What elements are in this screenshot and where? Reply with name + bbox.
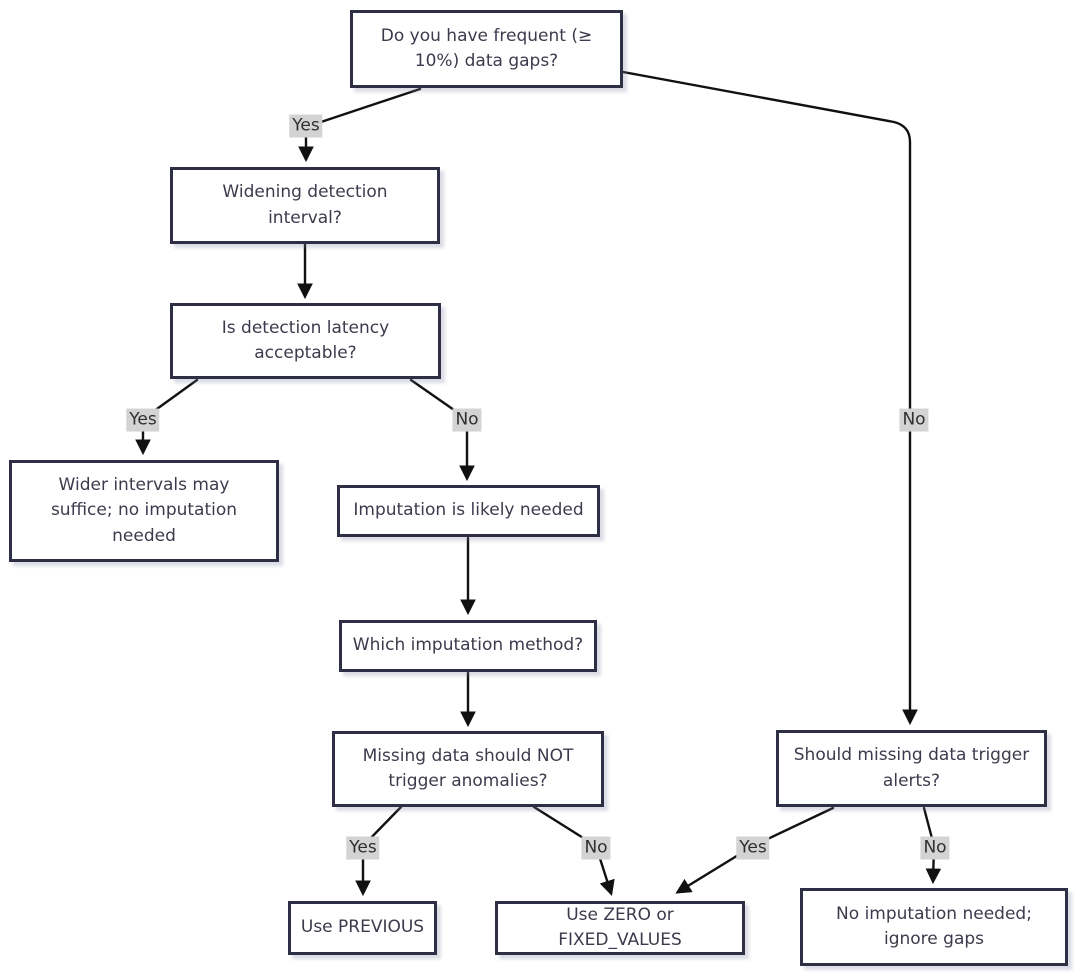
node-wider-intervals-suffice: Wider intervals may suffice; no imputati… [9, 460, 279, 562]
edge-label-yes-latency: Yes [126, 408, 160, 432]
edge-label-no-nottrigger: No [581, 836, 611, 860]
node-label: Use PREVIOUS [300, 917, 425, 938]
node-imputation-likely-needed: Imputation is likely needed [337, 485, 600, 537]
edge-gaps-no-to-alerts [621, 70, 918, 726]
edge-label-yes-nottrigger: Yes [346, 836, 380, 860]
edge-label-no-alerts: No [920, 836, 950, 860]
node-frequent-data-gaps-question: Do you have frequent (≥ 10%) data gaps? [350, 10, 623, 88]
node-use-zero-or-fixed-values: Use ZERO or FIXED_VALUES [495, 901, 745, 955]
edge-label-no-gaps: No [899, 408, 929, 432]
edge-label-no-latency: No [452, 408, 482, 432]
node-label: Imputation is likely needed [353, 500, 584, 521]
node-label: Wider intervals may suffice; no imputati… [50, 474, 238, 546]
node-not-trigger-anomalies-question: Missing data should NOT trigger anomalie… [332, 731, 604, 807]
node-trigger-alerts-question: Should missing data trigger alerts? [776, 730, 1047, 807]
node-label: Widening detection interval? [222, 182, 388, 228]
edge-gaps-yes-to-widening [298, 87, 422, 163]
node-label: Do you have frequent (≥ 10%) data gaps? [380, 25, 593, 72]
edge-label-yes-alerts: Yes [736, 836, 770, 860]
node-widening-interval-question: Widening detection interval? [170, 167, 440, 244]
node-label: Which imputation method? [352, 635, 584, 656]
node-label: Should missing data trigger alerts? [793, 745, 1030, 791]
edge-label-yes-gaps: Yes [289, 114, 323, 138]
node-use-previous: Use PREVIOUS [288, 901, 437, 955]
node-label: No imputation needed; ignore gaps [836, 903, 1032, 950]
node-label: Use ZERO or FIXED_VALUES [558, 904, 682, 951]
node-detection-latency-question: Is detection latency acceptable? [170, 303, 441, 379]
node-no-imputation-ignore-gaps: No imputation needed; ignore gaps [800, 888, 1068, 966]
node-which-imputation-method: Which imputation method? [339, 620, 597, 672]
node-label: Is detection latency acceptable? [221, 317, 390, 364]
node-label: Missing data should NOT trigger anomalie… [362, 745, 574, 792]
